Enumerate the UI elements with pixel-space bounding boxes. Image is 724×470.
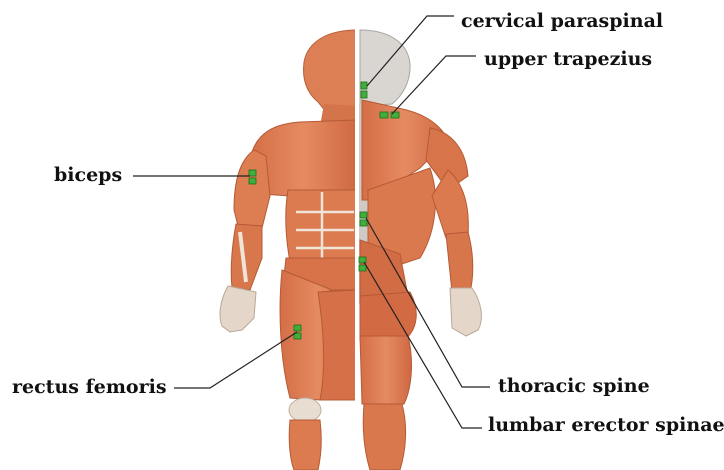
lower-leg-front <box>289 420 321 470</box>
electrode-biceps <box>249 178 256 184</box>
anterior-body-half <box>220 30 357 470</box>
leader-rectus <box>174 332 297 388</box>
hand-back <box>450 288 481 336</box>
label-lumbar-erector-spinae: lumbar erector spinae <box>488 416 724 435</box>
hamstring-back <box>360 336 411 404</box>
electrode-rectus <box>294 325 301 331</box>
electrode-thoracic <box>360 212 367 218</box>
label-biceps: biceps <box>54 166 122 185</box>
forearm-back <box>446 232 473 292</box>
label-rectus-femoris: rectus femoris <box>12 378 167 397</box>
upper-arm-back <box>432 170 468 238</box>
electrode-biceps <box>249 170 256 176</box>
electrode-lumbar <box>359 257 366 263</box>
electrode-trapezius <box>391 112 399 118</box>
label-thoracic-spine: thoracic spine <box>498 377 650 396</box>
calf-back <box>363 404 405 470</box>
electrode-cervical <box>361 91 367 98</box>
electrode-cervical <box>361 82 367 89</box>
hand-front <box>220 286 256 332</box>
thigh-inner-front <box>318 290 357 400</box>
electrode-thoracic <box>360 220 367 226</box>
electrode-trapezius <box>380 112 388 118</box>
upper-arm-front <box>234 150 270 228</box>
electrode-lumbar <box>359 265 366 271</box>
gluteus-back <box>360 292 416 340</box>
knee-front <box>289 398 321 422</box>
body-divider <box>355 20 359 470</box>
head-back <box>360 30 410 106</box>
posterior-body-half <box>358 30 481 470</box>
label-cervical-paraspinal: cervical paraspinal <box>461 12 663 31</box>
head-front <box>304 30 357 114</box>
label-upper-trapezius: upper trapezius <box>484 50 652 69</box>
